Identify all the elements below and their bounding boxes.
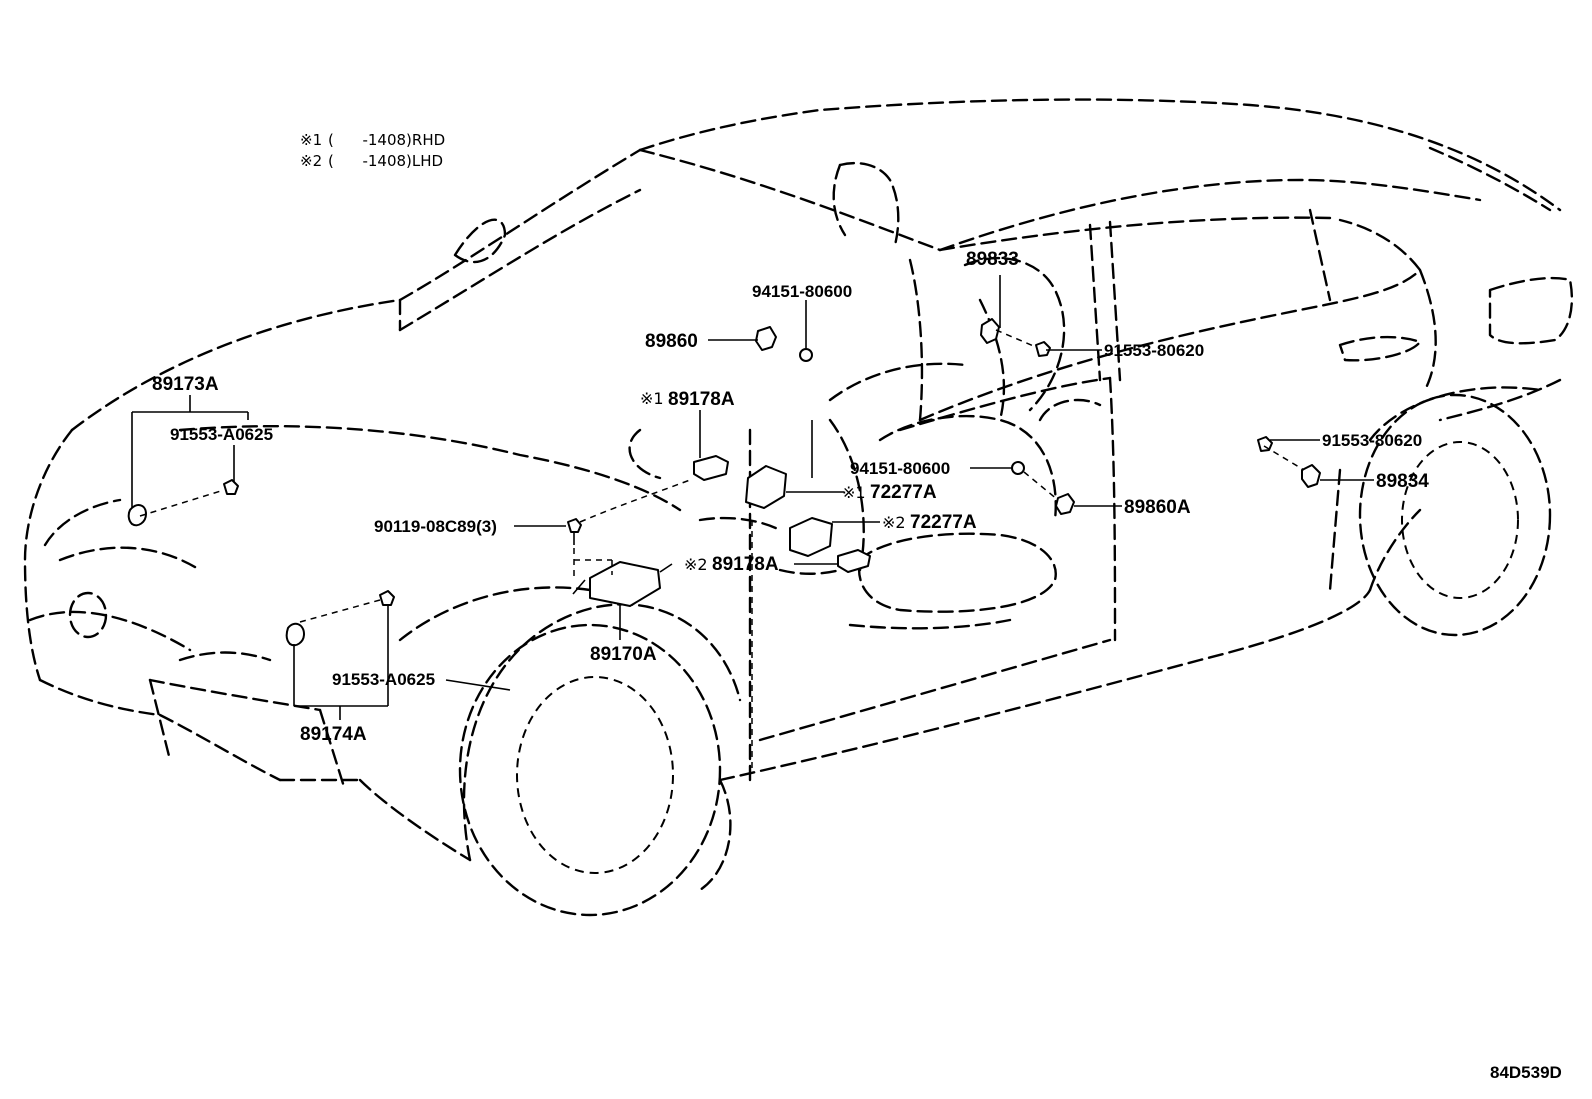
label-72277A-2: 72277A [910, 512, 977, 533]
label-72277A-1: 72277A [870, 482, 937, 503]
sensor-89178A-1-icon [693, 455, 729, 481]
label-89833: 89833 [966, 249, 1019, 270]
bolt-91553-A0625-top-icon [223, 479, 239, 495]
mark-2-89178A: ※2 [684, 555, 708, 574]
mark-1-72277A: ※1 [842, 483, 866, 502]
bracket-72277A-2-icon [789, 517, 833, 557]
sensor-89173A-icon [127, 504, 147, 527]
mark-1-89178A: ※1 [640, 389, 664, 408]
label-89170A: 89170A [590, 644, 657, 665]
nut-94151-mid-icon [1011, 461, 1025, 475]
sensor-89860A-icon [1055, 493, 1075, 515]
nut-94151-top-icon [799, 348, 813, 362]
bolt-91553-80620-rear-icon [1257, 436, 1273, 452]
sensor-89834-icon [1301, 464, 1321, 488]
sensor-89833-icon [980, 318, 1000, 344]
bolt-91553-A0625-bottom-icon [379, 590, 395, 606]
label-91553-80620-rear: 91553-80620 [1322, 431, 1422, 450]
label-89178A-2: 89178A [712, 554, 779, 575]
label-89178A-1: 89178A [668, 389, 735, 410]
bolt-90119-icon [567, 518, 582, 533]
parts [127, 318, 1321, 647]
legend-note-2-mark: ※2 [300, 152, 322, 170]
label-89834: 89834 [1376, 471, 1429, 492]
leader-lines [131, 275, 1374, 770]
bracket-72277A-1-icon [745, 465, 787, 509]
legend-note-1-mark: ※1 [300, 131, 322, 149]
sensor-89178A-2-icon [837, 549, 871, 573]
label-94151-80600-top: 94151-80600 [752, 282, 852, 301]
bolt-91553-80620-right-icon [1035, 341, 1051, 357]
label-89860A: 89860A [1124, 497, 1191, 518]
label-91553-80620-right: 91553-80620 [1104, 341, 1204, 360]
mark-2-72277A: ※2 [882, 513, 906, 532]
ecu-89170A-icon [589, 561, 661, 607]
label-94151-80600-mid: 94151-80600 [850, 459, 950, 478]
legend-note-2-text: ( -1408)LHD [328, 152, 443, 170]
label-89174A: 89174A [300, 724, 367, 745]
sensor-89860-icon [755, 326, 777, 351]
label-90119-08C89: 90119-08C89(3) [374, 517, 497, 536]
label-91553-A0625-top: 91553-A0625 [170, 425, 273, 444]
label-91553-A0625-bottom: 91553-A0625 [332, 670, 435, 689]
callout-labels: 89833 94151-80600 89860 91553-80620 8917… [152, 249, 1429, 745]
legend-notes: ※1 ( -1408)RHD ※2 ( -1408)LHD [300, 131, 445, 170]
car-body-outline [23, 98, 1574, 917]
label-89173A: 89173A [152, 374, 219, 395]
diagram-code: 84D539D [1490, 1063, 1562, 1082]
legend-note-1-text: ( -1408)RHD [328, 131, 445, 149]
sensor-89174A-icon [285, 622, 305, 647]
label-89860: 89860 [645, 331, 698, 352]
